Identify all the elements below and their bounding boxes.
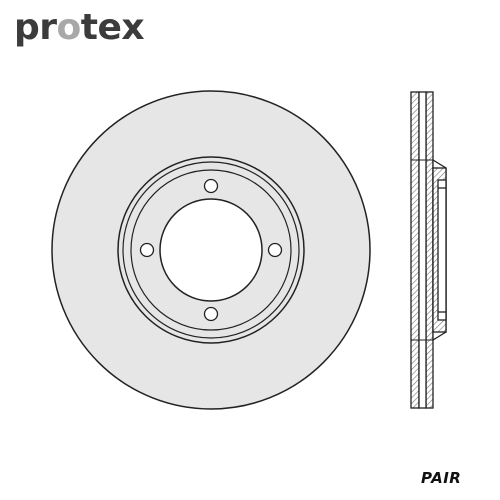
- rotor-side-section: [410, 91, 447, 409]
- center-bore: [159, 198, 263, 302]
- vent-channel: [418, 91, 427, 409]
- bolt-hole-top: [203, 178, 219, 194]
- pair-label: PAIR: [421, 469, 462, 487]
- brand-logo: protex: [14, 7, 145, 48]
- inner-friction-face: [425, 91, 434, 409]
- bolt-hole-bottom: [203, 306, 219, 322]
- hat-inner-ring: [122, 161, 300, 339]
- hat-recess: [437, 179, 447, 321]
- outer-friction-face: [410, 91, 420, 409]
- bolt-hole-right: [267, 242, 283, 258]
- bolt-hole-left: [139, 242, 155, 258]
- rotor-front-view: [51, 90, 371, 410]
- brand-logo-accent: o: [56, 7, 82, 48]
